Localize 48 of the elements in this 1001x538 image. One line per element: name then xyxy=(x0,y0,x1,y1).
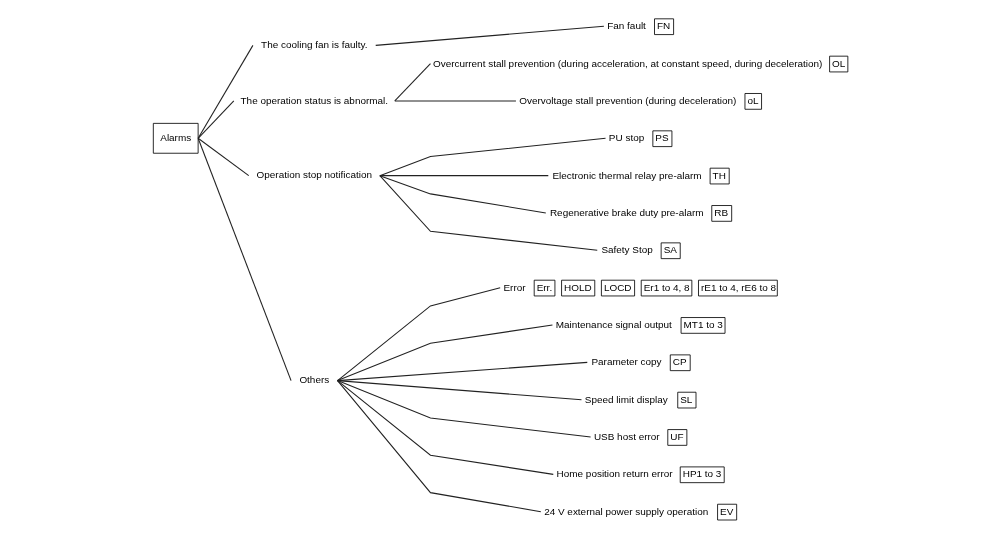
connector xyxy=(336,380,554,475)
node-text: Operation stop notification xyxy=(256,169,372,181)
node-text: The operation status is abnormal. xyxy=(240,94,388,106)
connector xyxy=(336,380,591,438)
node-box: UF xyxy=(666,429,687,446)
connector xyxy=(378,175,598,251)
node-label: Parameter copy xyxy=(590,356,662,368)
connector xyxy=(393,63,431,102)
node-box: RB xyxy=(710,205,732,222)
connector xyxy=(197,137,292,382)
node-box: FN xyxy=(653,18,674,35)
node-label: Speed limit display xyxy=(584,393,668,405)
connector xyxy=(393,100,516,102)
node-box: HP1 to 3 xyxy=(679,466,725,484)
node-box: MT1 to 3 xyxy=(680,317,725,334)
connector xyxy=(336,287,501,382)
node-box: oL xyxy=(744,93,762,110)
connector xyxy=(336,324,553,382)
node-label: USB host error xyxy=(593,431,660,443)
node-box: TH xyxy=(709,167,730,185)
node-label: Safety Stop xyxy=(600,244,653,256)
node-label: Overcurrent stall prevention (during acceleration, at constant speed, during deceleration) xyxy=(432,57,822,69)
node-text: Others xyxy=(298,374,329,386)
connector xyxy=(336,380,541,513)
node-label: Electronic thermal relay pre-alarm xyxy=(551,169,702,181)
connector xyxy=(374,25,604,46)
node-box: SL xyxy=(676,391,696,409)
connector xyxy=(197,44,253,139)
node-label: Fan fault xyxy=(606,20,646,32)
connector xyxy=(378,137,606,177)
connector xyxy=(336,380,582,401)
connector xyxy=(378,175,549,177)
node-label: Regenerative brake duty pre-alarm xyxy=(549,206,704,218)
node-box: OL xyxy=(828,55,848,73)
node-text: The cooling fan is faulty. xyxy=(260,38,368,50)
connector xyxy=(197,100,234,139)
node-label: Error xyxy=(502,281,526,293)
node-label: Maintenance signal output xyxy=(555,319,672,330)
node-box: SA xyxy=(660,242,681,260)
node-label: 24 V external power supply operation xyxy=(543,505,708,517)
node-box: EV xyxy=(716,503,737,521)
connector xyxy=(197,137,249,177)
node-box: Alarms xyxy=(152,122,199,154)
node-label: PU stop xyxy=(608,132,644,144)
node-box: PS xyxy=(651,130,672,148)
node-label: Overvoltage stall prevention (during deceleration) xyxy=(518,94,736,106)
node-label: Home position return error xyxy=(556,468,673,480)
node-box: CP xyxy=(669,354,691,372)
